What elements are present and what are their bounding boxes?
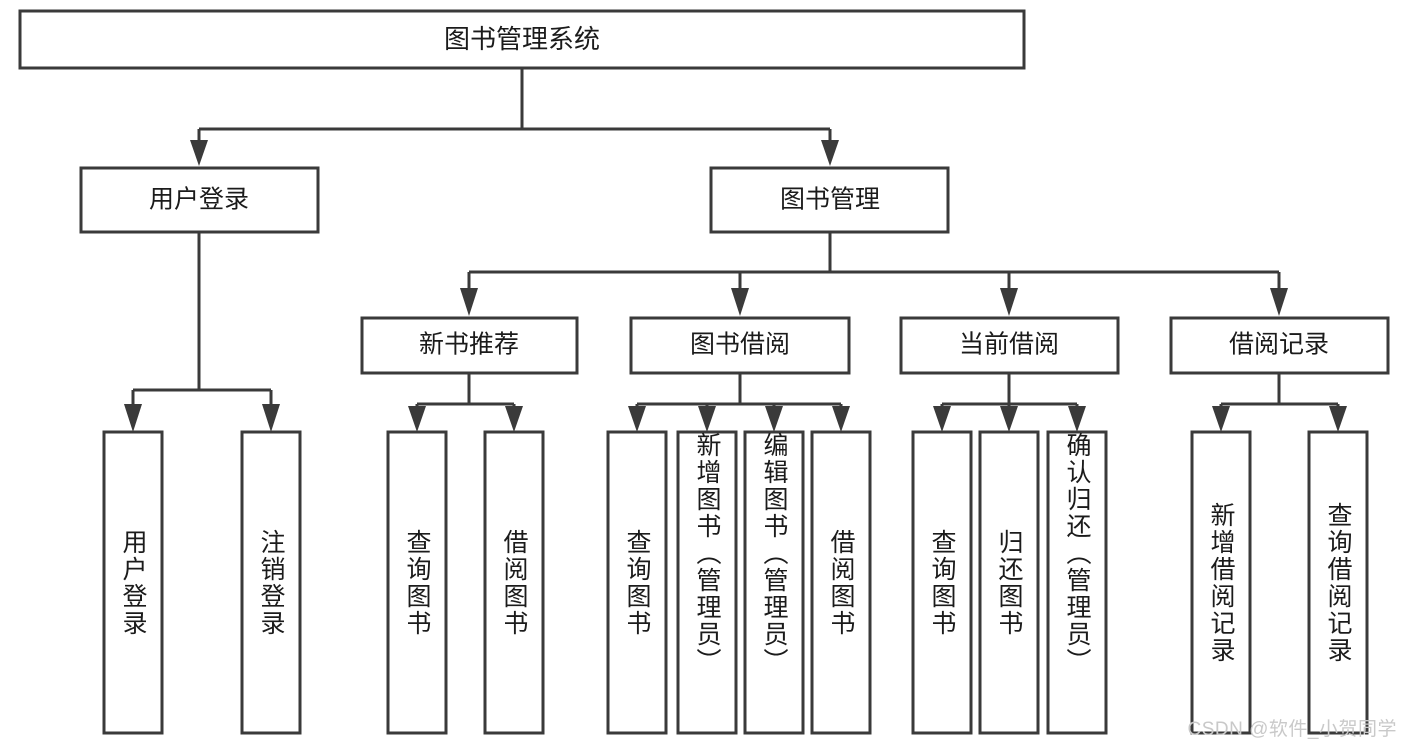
arrow-head-current-borrow [1000, 288, 1018, 316]
arrow-head-leaf-borrow-book-1 [505, 406, 523, 432]
node-root-label: 图书管理系统 [444, 24, 600, 54]
node-current-borrow-label: 当前借阅 [959, 331, 1059, 359]
node-user-login-label: 用户登录 [149, 186, 249, 214]
arrow-head-leaf-query-book-3 [933, 406, 951, 432]
node-book-borrow-label: 图书借阅 [690, 331, 790, 359]
node-current-borrow-rect[interactable] [899, 316, 1120, 375]
arrow-head-borrow-record [1270, 288, 1288, 316]
node-user-login-rect[interactable] [79, 166, 320, 234]
node-borrow-record-rect[interactable] [1169, 316, 1390, 375]
arrow-head-leaf-user-login [124, 404, 142, 432]
connector-currentborrow-to-leaves [933, 373, 1086, 432]
leaf-box-borrow-book-2[interactable] [810, 430, 872, 735]
leaf-box-return-book[interactable] [978, 430, 1040, 735]
node-user-login[interactable]: 用户登录 [79, 166, 320, 234]
leaf-box-confirm-return[interactable] [1046, 430, 1108, 735]
leaf-box-logout-login[interactable] [240, 430, 302, 735]
node-borrow-record-label: 借阅记录 [1229, 331, 1329, 359]
node-root[interactable]: 图书管理系统 [18, 9, 1026, 70]
connector-borrowrecord-to-leaves [1212, 373, 1347, 432]
arrow-head-leaf-add-record [1212, 406, 1230, 432]
leaf-box-add-record[interactable] [1190, 430, 1252, 735]
leaf-box-query-book-2[interactable] [606, 430, 668, 735]
connector-newbook-to-leaves [408, 373, 523, 432]
arrow-head-leaf-borrow-book-2 [832, 406, 850, 432]
leaf-box-borrow-book-1[interactable] [483, 430, 545, 735]
connector-bookborrow-to-leaves [628, 373, 850, 432]
node-book-management-rect[interactable] [709, 166, 950, 234]
arrow-head-leaf-confirm-return [1068, 406, 1086, 432]
node-new-book-recommend-label: 新书推荐 [419, 331, 519, 359]
node-book-management-label: 图书管理 [780, 186, 880, 214]
arrow-head-leaf-query-record [1329, 406, 1347, 432]
arrow-head-leaf-return-book [1000, 406, 1018, 432]
node-book-management[interactable]: 图书管理 [709, 166, 950, 234]
arrow-head-leaf-query-book-2 [628, 406, 646, 432]
node-new-book-recommend-rect[interactable] [360, 316, 579, 375]
connector-userlogin-to-leaves [124, 232, 280, 432]
arrow-head-leaf-logout-login [262, 404, 280, 432]
arrow-head-book-management [821, 140, 839, 166]
arrow-head-book-borrow [731, 288, 749, 316]
node-book-borrow-rect[interactable] [629, 316, 851, 375]
arrow-head-user-login [190, 140, 208, 166]
leaf-box-query-book-1[interactable] [386, 430, 448, 735]
arrow-head-leaf-edit-book [765, 406, 783, 432]
arrow-head-leaf-query-book-1 [408, 406, 426, 432]
leaf-box-add-book[interactable] [676, 430, 738, 735]
node-book-borrow[interactable]: 图书借阅 [629, 316, 851, 375]
leaf-box-user-login[interactable] [102, 430, 164, 735]
node-current-borrow[interactable]: 当前借阅 [899, 316, 1120, 375]
leaf-box-query-record[interactable] [1307, 430, 1369, 735]
node-root-rect[interactable] [18, 9, 1026, 70]
leaf-box-query-book-3[interactable] [911, 430, 973, 735]
node-new-book-recommend[interactable]: 新书推荐 [360, 316, 579, 375]
arrow-head-leaf-add-book [698, 406, 716, 432]
node-borrow-record[interactable]: 借阅记录 [1169, 316, 1390, 375]
arrow-head-new-book-recommend [460, 288, 478, 316]
connector-bookmgmt-to-level3 [460, 232, 1288, 316]
leaf-box-edit-book[interactable] [743, 430, 805, 735]
connector-root-to-level2 [190, 68, 839, 166]
csdn-watermark: CSDN @软件_小贺同学 [1187, 719, 1397, 740]
